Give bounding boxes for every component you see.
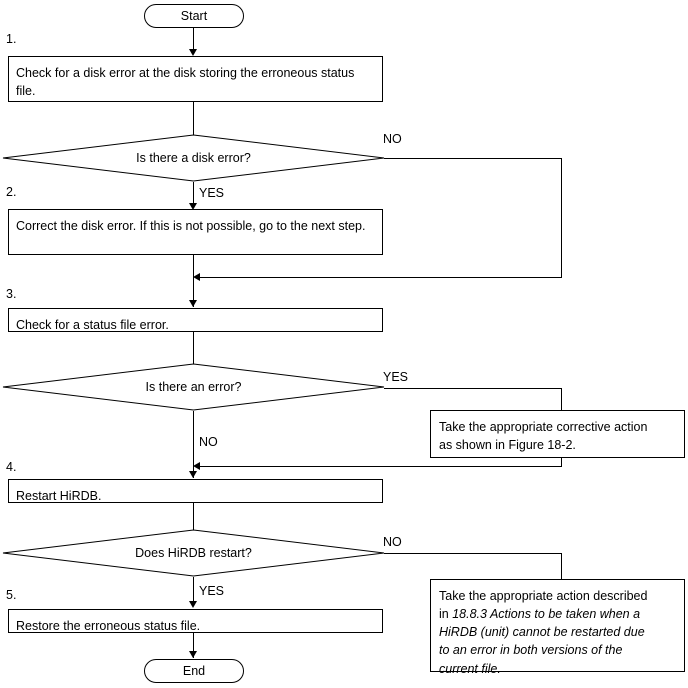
decision-2: Is there an error?: [2, 363, 385, 411]
connector-decision1-no-vertical: [561, 158, 562, 277]
connector-step4-to-decision3: [193, 503, 194, 530]
arrow-start-to-step1: [189, 49, 197, 56]
step-3-text: Check for a status file error.: [16, 318, 169, 332]
step-3-box: Check for a status file error.: [8, 308, 383, 332]
step-4-number: 4.: [6, 460, 17, 474]
step-1-box: Check for a disk error at the disk stori…: [8, 56, 383, 102]
connector-decision3-no-horizontal: [384, 553, 562, 554]
step-5-box: Restore the erroneous status file.: [8, 609, 383, 633]
decision-3-label: Does HiRDB restart?: [135, 546, 252, 560]
decision-1-yes-label: YES: [199, 186, 225, 200]
step-5-text: Restore the erroneous status file.: [16, 619, 201, 633]
decision-1-shape: [2, 134, 385, 182]
note-1-line-2: as shown in Figure 18-2.: [439, 438, 576, 453]
decision-2-shape: [2, 363, 385, 411]
connector-decision1-no-horizontal: [384, 158, 562, 159]
decision-2-no-label: NO: [199, 435, 218, 449]
step-3-number: 3.: [6, 287, 17, 301]
step-2-number: 2.: [6, 185, 17, 199]
note-2-line-2-prefix: in: [439, 607, 453, 622]
start-label: Start: [180, 8, 208, 23]
step-5-number: 5.: [6, 588, 17, 602]
note-2-line-4: to an error in both versions of the: [439, 643, 623, 658]
note-1-line-1: Take the appropriate corrective action: [439, 420, 648, 434]
step-4-text: Restart HiRDB.: [16, 489, 102, 503]
step-1-text: Check for a disk error at the disk stori…: [16, 66, 355, 99]
decision-3-yes-label: YES: [199, 584, 225, 598]
arrow-decision1-yes: [189, 203, 197, 210]
start-terminator: Start: [144, 4, 244, 28]
connector-decision3-no-vertical: [561, 553, 562, 580]
decision-3-no-label: NO: [383, 535, 402, 549]
connector-note1-down: [561, 458, 562, 467]
connector-step3-to-decision2: [193, 332, 194, 364]
decision-1-label: Is there a disk error?: [136, 151, 251, 165]
arrow-decision1-no-return: [193, 273, 200, 281]
decision-2-yes-label: YES: [383, 370, 409, 384]
decision-3-shape: [2, 529, 385, 577]
end-terminator: End: [144, 659, 244, 683]
connector-step1-to-decision1: [193, 102, 194, 135]
connector-decision2-yes-horizontal: [384, 388, 562, 389]
note-2-line-5: current file.: [439, 661, 501, 676]
connector-step2-to-step3: [193, 255, 194, 307]
note-1-box: Take the appropriate corrective action a…: [430, 410, 685, 458]
arrow-note1-return: [193, 462, 200, 470]
connector-decision2-no: [193, 411, 194, 478]
step-1-number: 1.: [6, 32, 17, 46]
arrow-decision2-no: [189, 471, 197, 478]
end-label: End: [182, 663, 206, 678]
arrow-step5-to-end: [189, 651, 197, 658]
decision-3: Does HiRDB restart?: [2, 529, 385, 577]
step-2-box: Correct the disk error. If this is not p…: [8, 209, 383, 255]
step-2-text: Correct the disk error. If this is not p…: [16, 219, 366, 233]
decision-1: Is there a disk error?: [2, 134, 385, 182]
arrow-step2-to-step3: [189, 300, 197, 307]
decision-2-label: Is there an error?: [145, 380, 242, 394]
connector-decision1-no-return: [200, 277, 562, 278]
connector-decision1-yes: [193, 182, 194, 204]
connector-note1-return: [200, 466, 562, 467]
decision-1-no-label: NO: [383, 132, 402, 146]
step-4-box: Restart HiRDB.: [8, 479, 383, 503]
note-2-line-2: in 18.8.3 Actions to be taken when a: [439, 605, 676, 623]
note-2-box: Take the appropriate action described in…: [430, 579, 685, 676]
arrow-decision3-yes: [189, 601, 197, 608]
connector-decision3-yes: [193, 577, 194, 605]
connector-step5-to-end: [193, 633, 194, 658]
note-2-line-2-italic: 18.8.3 Actions to be taken when a: [452, 607, 641, 622]
note-2-line-1: Take the appropriate action described: [439, 589, 648, 603]
connector-start-to-step1: [193, 28, 194, 50]
note-2-line-3: HiRDB (unit) cannot be restarted due: [439, 625, 645, 640]
connector-decision2-yes-vertical: [561, 388, 562, 411]
